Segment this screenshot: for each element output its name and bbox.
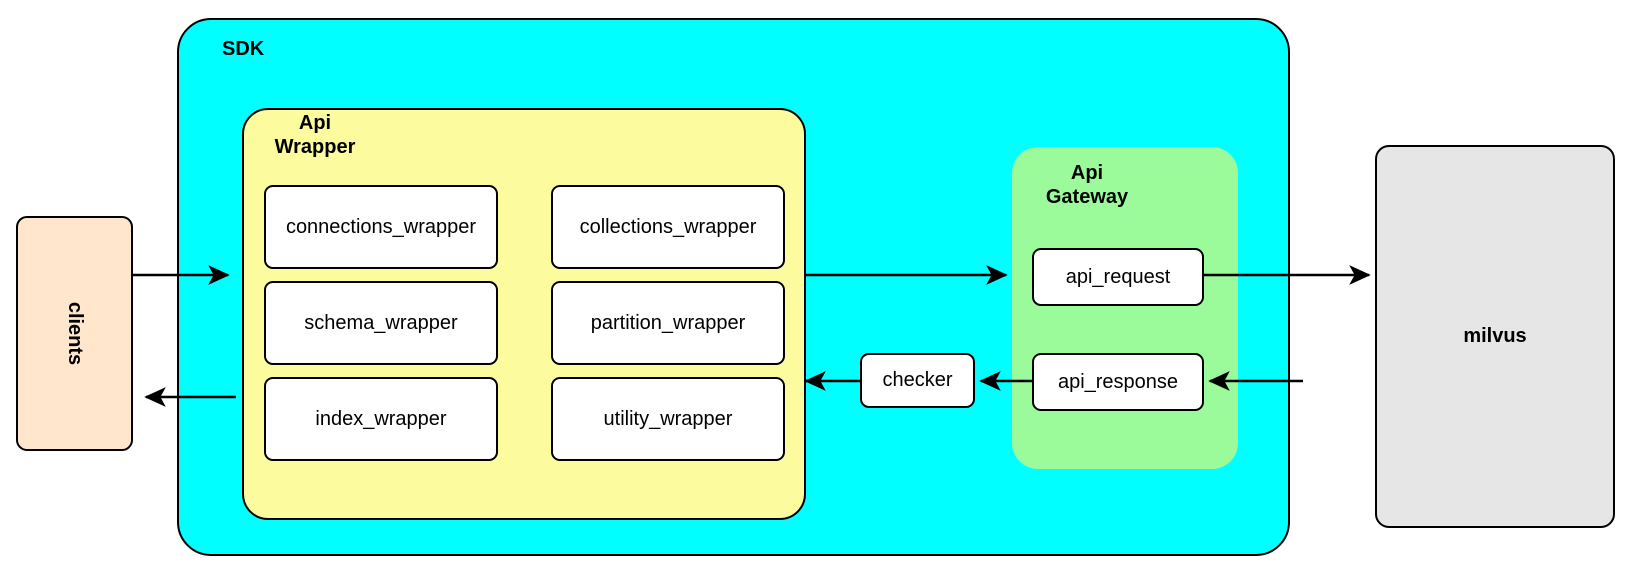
node-clients[interactable]: clients — [16, 216, 133, 451]
node-utility-wrapper[interactable]: utility_wrapper — [551, 377, 785, 461]
node-partition-wrapper-label: partition_wrapper — [590, 311, 746, 334]
node-collections-wrapper-label: collections_wrapper — [579, 215, 757, 238]
node-index-wrapper[interactable]: index_wrapper — [264, 377, 498, 461]
node-connections-wrapper[interactable]: connections_wrapper — [264, 185, 498, 269]
node-schema-wrapper-label: schema_wrapper — [304, 311, 458, 334]
node-partition-wrapper[interactable]: partition_wrapper — [551, 281, 785, 365]
node-api-request-label: api_request — [1065, 265, 1171, 288]
node-milvus-label: milvus — [1463, 325, 1527, 347]
node-checker[interactable]: checker — [860, 353, 975, 408]
node-api-response[interactable]: api_response — [1032, 353, 1204, 411]
node-checker-label: checker — [882, 369, 953, 391]
node-milvus[interactable]: milvus — [1375, 145, 1615, 528]
container-api-gateway[interactable] — [1012, 147, 1238, 469]
node-collections-wrapper[interactable]: collections_wrapper — [551, 185, 785, 269]
node-utility-wrapper-label: utility_wrapper — [603, 407, 733, 430]
node-api-request[interactable]: api_request — [1032, 248, 1204, 306]
node-schema-wrapper[interactable]: schema_wrapper — [264, 281, 498, 365]
node-index-wrapper-label: index_wrapper — [315, 407, 447, 430]
node-clients-label: clients — [63, 301, 86, 366]
node-connections-wrapper-label: connections_wrapper — [285, 215, 477, 238]
node-api-response-label: api_response — [1057, 370, 1179, 393]
